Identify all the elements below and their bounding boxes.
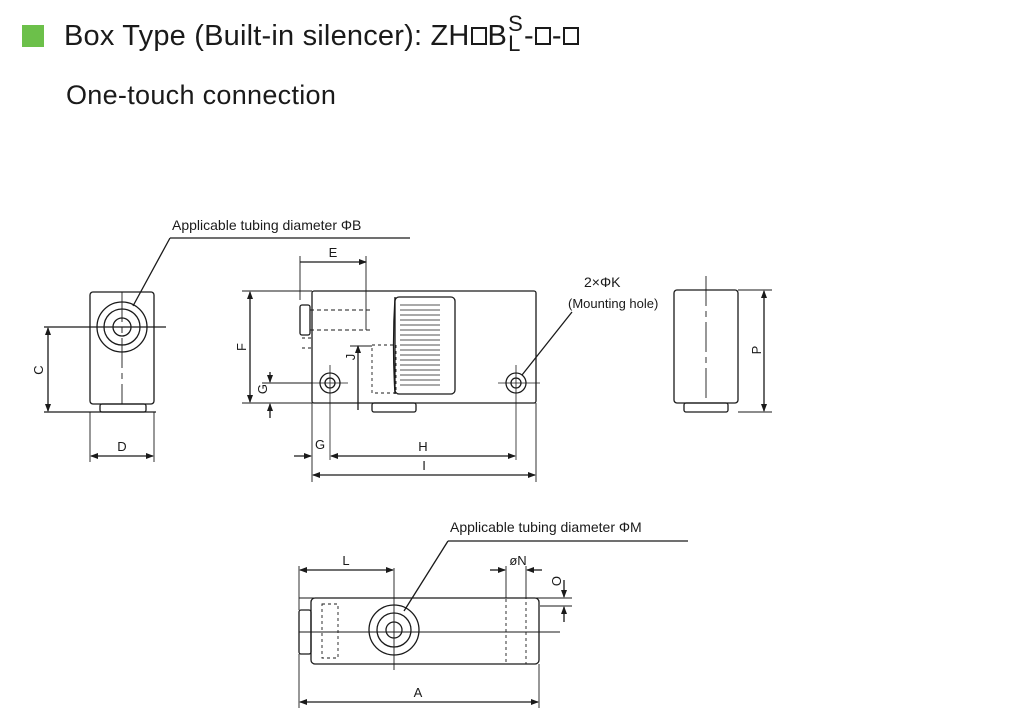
callout-tubing-m: Applicable tubing diameter ΦM: [450, 519, 642, 535]
label-f: F: [234, 343, 249, 351]
label-g-vertical: G: [255, 384, 270, 394]
label-j: J: [343, 354, 358, 361]
label-c: C: [31, 365, 46, 374]
title-s: S: [508, 11, 523, 36]
empty-box-icon: [562, 27, 579, 45]
label-a: A: [414, 685, 423, 700]
s-l-stack: S L: [508, 11, 523, 56]
green-square-icon: [22, 25, 44, 47]
label-d: D: [117, 439, 126, 454]
callout-tubing-b: Applicable tubing diameter ΦB: [172, 217, 361, 233]
title-dash: -: [523, 19, 534, 52]
right-side-view: [673, 276, 772, 413]
label-i: I: [422, 458, 426, 473]
title-dash: -: [551, 19, 562, 52]
label-e: E: [329, 245, 338, 260]
callout-mounting-count: 2×ΦK: [584, 274, 621, 290]
label-n: øN: [509, 553, 526, 568]
callout-mounting-hole: (Mounting hole): [568, 296, 658, 311]
front-view: [242, 256, 573, 482]
label-l: L: [342, 553, 349, 568]
header: Box Type (Built-in silencer): ZH B S L -…: [22, 6, 580, 66]
side-view: [44, 237, 410, 462]
title-prefix: Box Type (Built-in silencer): ZH: [64, 19, 470, 52]
title-l: L: [508, 31, 521, 56]
top-view: [298, 540, 688, 708]
empty-box-icon: [470, 27, 487, 45]
empty-box-icon: [534, 27, 551, 45]
subtitle: One-touch connection: [66, 80, 337, 110]
label-g-horizontal: G: [315, 437, 325, 452]
label-o: O: [549, 576, 564, 586]
page-title: Box Type (Built-in silencer): ZH B S L -…: [64, 11, 580, 56]
title-b: B: [487, 19, 508, 52]
label-p: P: [749, 346, 764, 355]
label-h: H: [418, 439, 427, 454]
